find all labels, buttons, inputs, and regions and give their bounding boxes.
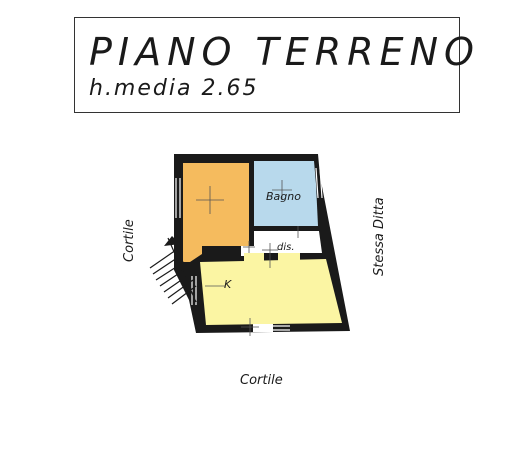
stairs-arrow-icon: [164, 236, 180, 246]
door-gap-top-left: [244, 253, 264, 261]
exterior-stairs: [149, 237, 197, 305]
room-bagno: [254, 161, 318, 226]
room-dis: [254, 231, 322, 253]
window-left-upper: [175, 178, 181, 218]
window-bottom: [262, 325, 290, 331]
room-kitchen: [200, 259, 342, 325]
window-bagno: [315, 167, 323, 199]
label-cortile-bottom: Cortile: [240, 373, 283, 388]
label-stessa-ditta: Stessa Ditta: [372, 197, 387, 276]
light-point-crosses: [196, 180, 299, 336]
plan-subtitle: h.media 2.65: [89, 76, 259, 101]
label-cortile-left: Cortile: [122, 219, 137, 262]
door-gap-top-right: [278, 253, 300, 261]
label-bagno: Bagno: [266, 190, 301, 203]
label-dis: dis.: [277, 242, 295, 253]
plan-title: PIANO TERRENO: [89, 30, 480, 74]
title-box: PIANO TERRENO h.media 2.65: [74, 17, 474, 113]
hall-connector: [241, 246, 255, 256]
door-gap-bottom: [253, 324, 273, 332]
room-orange: [183, 163, 249, 262]
label-kitchen: K: [224, 278, 232, 291]
